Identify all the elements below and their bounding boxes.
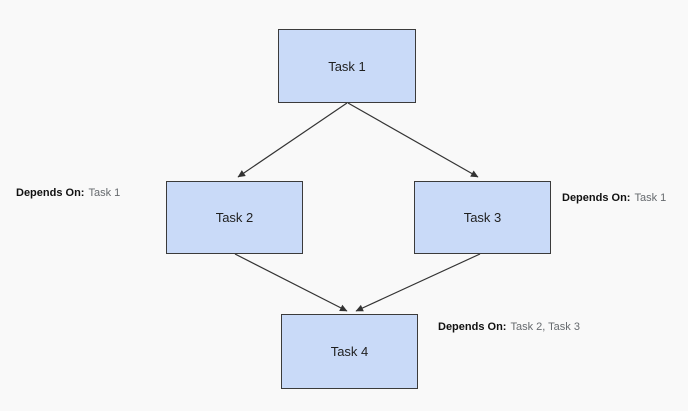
depends-on-prefix: Depends On:: [562, 192, 631, 204]
task-node-3-label: Task 3: [463, 210, 502, 225]
depends-on-label-task4: Depends On:Task 2, Task 3: [438, 321, 580, 334]
depends-on-label-task2: Depends On:Task 1: [16, 187, 120, 200]
depends-on-value: Task 2, Task 3: [510, 321, 580, 333]
edge-task2-task4: [234, 253, 348, 312]
task-node-1-label: Task 1: [328, 58, 366, 74]
task-node-1: Task 1: [278, 29, 416, 103]
edge-task1-task2: [237, 102, 348, 178]
edge-task1-task3: [347, 102, 479, 178]
depends-on-value: Task 1: [634, 192, 667, 204]
depends-on-value: Task 1: [88, 187, 121, 199]
task-node-2: Task 2: [166, 181, 303, 254]
depends-on-prefix: Depends On:: [438, 321, 507, 333]
edge-task3-task4: [355, 253, 481, 312]
task-node-4: Task 4: [281, 314, 418, 389]
task-node-4-label: Task 4: [330, 344, 369, 359]
task-node-3: Task 3: [414, 181, 551, 254]
depends-on-label-task3: Depends On:Task 1: [562, 192, 666, 205]
task-node-2-label: Task 2: [215, 210, 254, 225]
depends-on-prefix: Depends On:: [16, 187, 85, 199]
